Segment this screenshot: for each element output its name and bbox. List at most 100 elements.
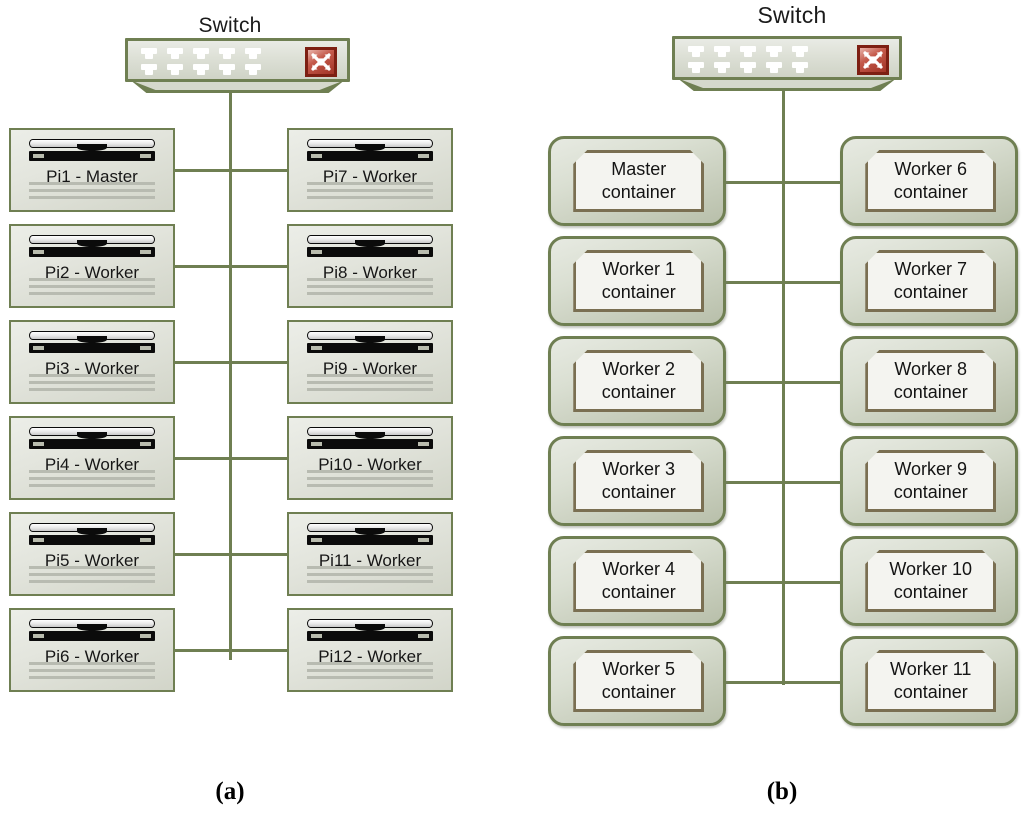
container-node[interactable]: Worker 10 container <box>840 536 1018 626</box>
pi-node-label: Pi11 - Worker <box>318 551 422 570</box>
container-inner-shape: Worker 8 container <box>865 350 996 412</box>
crossed-arrows-icon <box>305 47 337 77</box>
switch-device-b[interactable] <box>672 36 902 94</box>
container-node[interactable]: Worker 6 container <box>840 136 1018 226</box>
rj45-port-icon <box>738 46 758 58</box>
container-inner-shape: Worker 10 container <box>865 550 996 612</box>
connector-b-left-2 <box>722 281 784 284</box>
pi-node-lines <box>306 662 434 679</box>
pi-node[interactable]: Pi10 - Worker <box>287 416 453 500</box>
crossed-arrows-icon <box>857 45 889 75</box>
container-node[interactable]: Worker 3 container <box>548 436 726 526</box>
switch-body-b <box>672 36 902 80</box>
panel-a-raspberry-pi-cluster: Switch <box>9 14 453 805</box>
pi-node[interactable]: Pi12 - Worker <box>287 608 453 692</box>
pi-node[interactable]: Pi3 - Worker <box>9 320 175 404</box>
connector-a-right-6 <box>229 649 289 652</box>
container-label-line2: container <box>893 382 968 402</box>
pi-node-lines <box>306 182 434 199</box>
connector-a-left-2 <box>173 265 231 268</box>
container-inner-shape: Worker 9 container <box>865 450 996 512</box>
pi-node-lines <box>306 470 434 487</box>
switch-ports-a <box>139 48 263 76</box>
connector-a-left-5 <box>173 553 231 556</box>
pi-node[interactable]: Pi2 - Worker <box>9 224 175 308</box>
pi-node-label: Pi5 - Worker <box>44 551 140 570</box>
container-label-line2: container <box>893 582 968 602</box>
pi-node[interactable]: Pi8 - Worker <box>287 224 453 308</box>
pi-node[interactable]: Pi5 - Worker <box>9 512 175 596</box>
container-node[interactable]: Worker 5 container <box>548 636 726 726</box>
switch-device-a[interactable] <box>125 38 350 96</box>
pi-node[interactable]: Pi1 - Master <box>9 128 175 212</box>
server-rack-icon <box>28 427 156 449</box>
container-label-line1: Worker 6 <box>894 159 968 179</box>
container-node[interactable]: Worker 2 container <box>548 336 726 426</box>
connector-b-left-5 <box>722 581 784 584</box>
connector-b-left-4 <box>722 481 784 484</box>
pi-node-label: Pi6 - Worker <box>44 647 140 666</box>
server-rack-icon <box>28 331 156 353</box>
pi-node-label: Pi12 - Worker <box>318 647 422 666</box>
container-inner-shape: Worker 3 container <box>573 450 704 512</box>
pi-node[interactable]: Pi9 - Worker <box>287 320 453 404</box>
pi-node-lines <box>306 278 434 295</box>
rj45-port-icon <box>738 62 758 74</box>
server-rack-icon <box>306 523 434 545</box>
connector-b-right-2 <box>782 281 844 284</box>
pi-node[interactable]: Pi7 - Worker <box>287 128 453 212</box>
pi-node-lines <box>306 566 434 583</box>
pi-node[interactable]: Pi11 - Worker <box>287 512 453 596</box>
container-inner-shape: Worker 4 container <box>573 550 704 612</box>
pi-node[interactable]: Pi6 - Worker <box>9 608 175 692</box>
trunk-line-a <box>229 60 232 660</box>
container-inner-shape: Worker 2 container <box>573 350 704 412</box>
container-node[interactable]: Worker 1 container <box>548 236 726 326</box>
container-node[interactable]: Worker 11 container <box>840 636 1018 726</box>
server-rack-icon <box>28 523 156 545</box>
rj45-port-icon <box>139 48 159 60</box>
switch-label-a: Switch <box>198 14 262 37</box>
container-node[interactable]: Master container <box>548 136 726 226</box>
connector-b-left-1 <box>722 181 784 184</box>
switch-label-b: Switch <box>757 2 827 28</box>
server-rack-icon <box>28 139 156 161</box>
rj45-port-icon <box>712 46 732 58</box>
pi-node-lines <box>28 470 156 487</box>
connector-a-right-5 <box>229 553 289 556</box>
switch-ports-b <box>686 46 810 74</box>
pi-node-lines <box>28 182 156 199</box>
pi-node-lines <box>28 566 156 583</box>
pi-node-label: Pi10 - Worker <box>318 455 422 474</box>
container-label-line1: Worker 11 <box>890 659 972 679</box>
connector-b-right-3 <box>782 381 844 384</box>
container-node[interactable]: Worker 9 container <box>840 436 1018 526</box>
pi-node-label: Pi1 - Master <box>46 167 138 186</box>
trunk-line-b <box>782 60 785 685</box>
pi-node-label: Pi9 - Worker <box>322 359 418 378</box>
server-rack-icon <box>28 235 156 257</box>
rj45-port-icon <box>790 62 810 74</box>
connector-a-left-3 <box>173 361 231 364</box>
connector-b-left-6 <box>722 681 784 684</box>
connector-a-right-1 <box>229 169 289 172</box>
pi-node[interactable]: Pi4 - Worker <box>9 416 175 500</box>
switch-body-a <box>125 38 350 82</box>
rj45-port-icon <box>243 48 263 60</box>
container-label-line1: Worker 1 <box>602 259 676 279</box>
container-node[interactable]: Worker 8 container <box>840 336 1018 426</box>
rj45-port-icon <box>243 64 263 76</box>
container-label-line2: container <box>601 182 676 202</box>
rj45-port-icon <box>165 64 185 76</box>
container-node[interactable]: Worker 7 container <box>840 236 1018 326</box>
connector-a-right-4 <box>229 457 289 460</box>
container-label-line1: Worker 3 <box>602 459 676 479</box>
panel-b-docker-container-cluster: Switch <box>512 0 1024 819</box>
container-node[interactable]: Worker 4 container <box>548 536 726 626</box>
connector-a-left-1 <box>173 169 231 172</box>
pi-node-label: Pi7 - Worker <box>322 167 418 186</box>
container-label-line2: container <box>601 282 676 302</box>
caption-b: (b) <box>766 778 798 805</box>
server-rack-icon <box>306 139 434 161</box>
server-rack-icon <box>306 427 434 449</box>
